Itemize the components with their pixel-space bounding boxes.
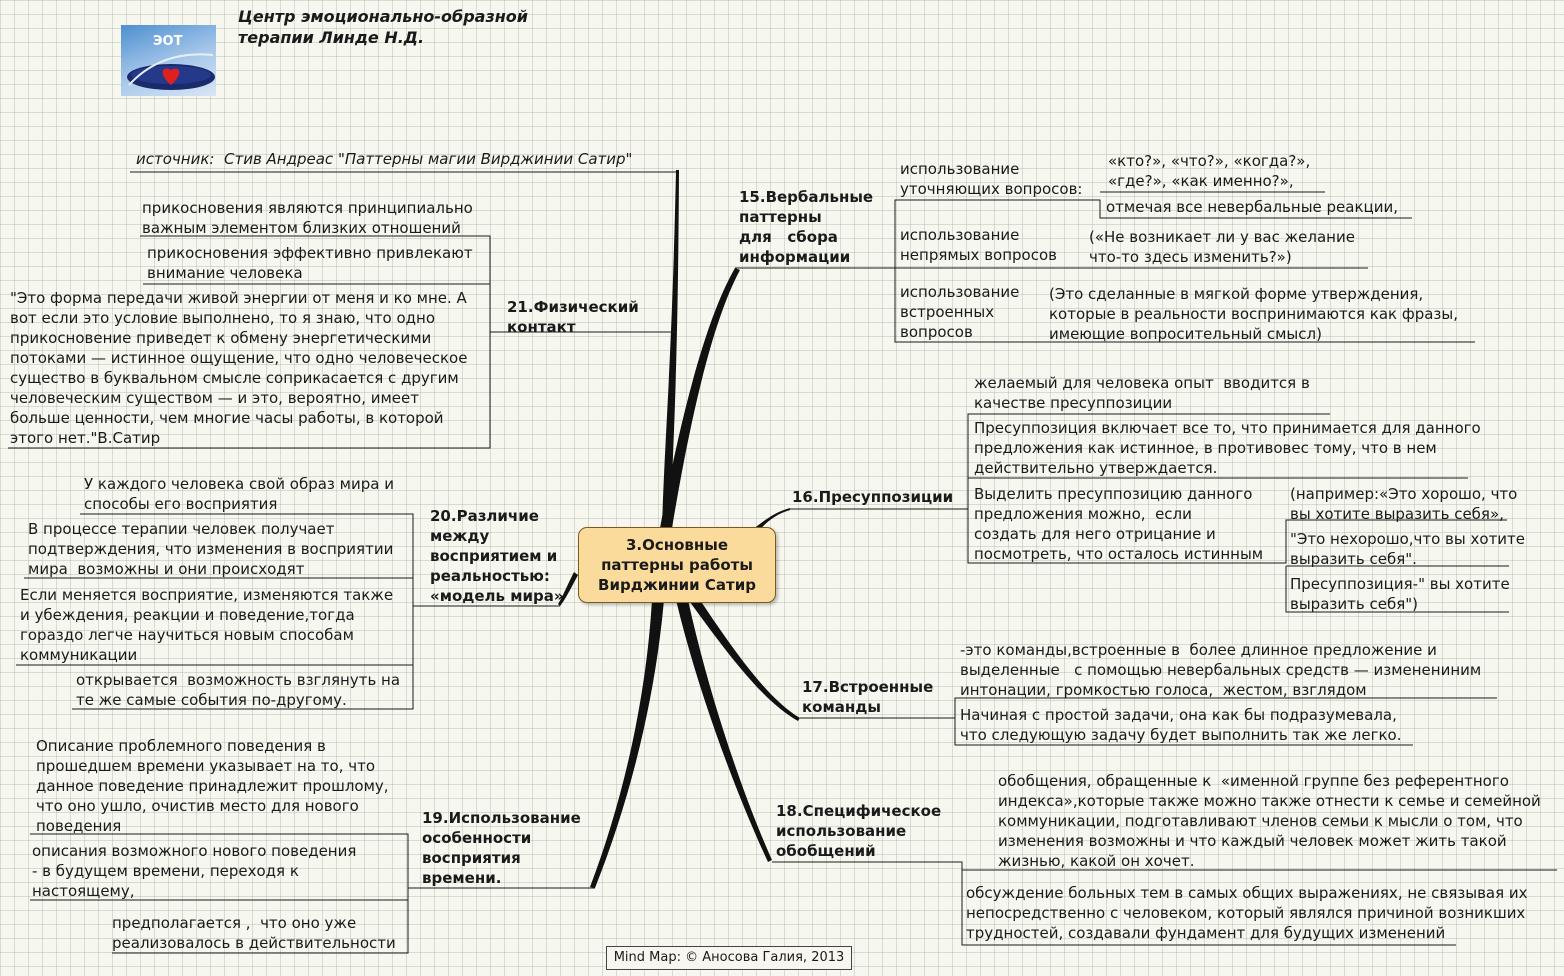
branch-19-topic-2: описания возможного нового поведения - в… [32,842,357,900]
source-citation: источник: Стив Андреас "Паттерны магии В… [136,150,633,168]
eot-logo: ЭОТ [121,25,216,96]
center-title: Центр эмоционально-образной терапии Линд… [238,7,529,47]
branch-21-title[interactable]: 21.Физический контакт [507,298,639,336]
branch-17-topic-2: Начиная с простой задачи, она как бы под… [960,706,1402,744]
branch-20-topic-3: Если меняется восприятие, изменяются так… [20,586,394,664]
branch-17-title[interactable]: 17.Встроенные команды [802,678,934,716]
branch-line-17 [690,600,800,721]
sub-connectors [8,171,1557,954]
branch-15-topic-2-a: («Не возникает ли у вас желание что-то з… [1089,228,1355,266]
copyright-footer: Mind Map: © Аносова Галия, 2013 [606,946,852,970]
branch-15-topic-3: использование встроенных вопросов [900,283,1020,341]
branch-16-topic-3-b: "Это нехорошо,что вы хотите выразить себ… [1290,530,1526,568]
branch-15-topic-1-a: «кто?», «что?», «когда?», «где?», «как и… [1108,152,1311,190]
branch-20-title[interactable]: 20.Различие между восприятием и реальнос… [430,507,564,605]
branch-16-topic-3-a: (например:«Это хорошо, что вы хотите выр… [1290,485,1518,523]
branch-15-topic-2: использование непрямых вопросов [900,226,1057,264]
branch-21-topic-3: "Это форма передачи живой энергии от мен… [10,289,468,447]
branch-20-topic-1: У каждого человека свой образ мира и спо… [84,475,394,513]
branch-20-topic-4: открывается возможность взглянуть на те … [76,671,401,709]
branch-line-19 [590,600,664,888]
branch-16-title[interactable]: 16.Пресуппозиции [792,488,954,506]
branch-21-topic-1: прикосновения являются принципиально важ… [142,199,473,237]
branch-15-title[interactable]: 15.Вербальные паттерны для сбора информа… [739,188,874,266]
eot-logo-text: ЭОТ [153,34,183,49]
branch-15-topic-1: использование уточняющих вопросов: [900,160,1083,198]
branch-18-topic-1: обобщения, обращенные к «именной группе … [998,772,1541,870]
branch-15-topic-1-b: отмечая все невербальные реакции, [1106,198,1399,216]
branch-17-topic-1: -это команды,встроенные в более длинное … [960,641,1482,699]
branch-line-20 [558,572,578,606]
branch-18-topic-2: обсуждение больных тем в самых общих выр… [966,884,1528,942]
branch-line-18 [676,600,772,862]
eot-logo-graphic: ЭОТ [127,34,215,90]
branch-19-title[interactable]: 19.Использование особенности восприятия … [422,809,581,887]
branch-15-topic-3-a: (Это сделанные в мягкой форме утверждени… [1049,285,1458,343]
branch-line-15 [660,268,740,528]
branch-19-topic-1: Описание проблемного поведения в прошедш… [36,737,389,835]
branch-21-topic-2: прикосновения эффективно привлекают вним… [147,244,473,282]
branch-20-topic-2: В процессе терапии человек получает подт… [28,520,394,578]
branch-16-topic-3-c: Пресуппозиция-" вы хотите выразить себя"… [1290,575,1510,613]
main-branches [558,170,800,888]
branch-16-topic-1: желаемый для человека опыт вводится в ка… [974,374,1310,412]
branch-19-topic-3: предполагается , что оно уже реализовало… [112,914,396,952]
branch-18-title[interactable]: 18.Специфическое использование обобщений [776,802,942,860]
branch-16-topic-2: Пресуппозиция включает все то, что прини… [974,419,1481,477]
branch-16-topic-3: Выделить пресуппозицию данного предложен… [974,485,1264,563]
branch-line-21 [662,170,679,528]
central-topic[interactable]: 3.Основные паттерны работы Вирджинии Сат… [578,527,776,603]
